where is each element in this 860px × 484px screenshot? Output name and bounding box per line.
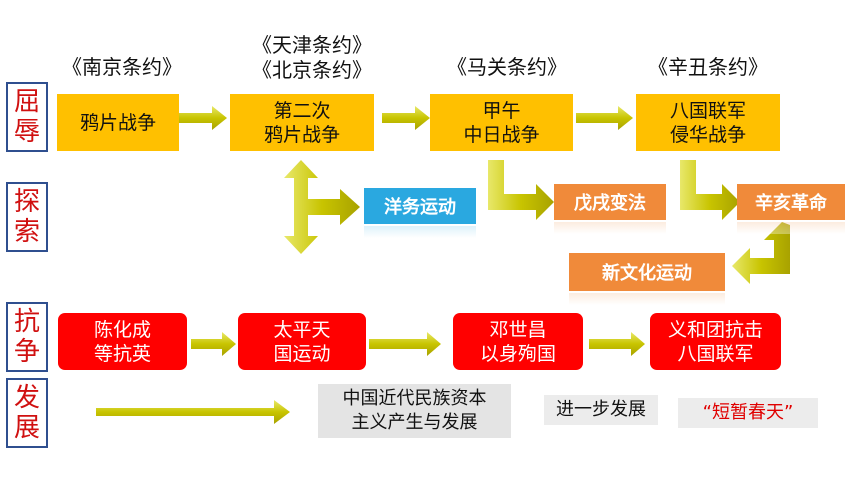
treaty-nanjing: 《南京条约》 [62,55,182,79]
event-yangwu-movement: 洋务运动 [364,188,476,224]
arrow-t-yangwu [284,160,360,254]
arrow-l-xinhai [680,160,740,220]
event-second-opium-war: 第二次 鸦片战争 [230,94,374,151]
row-label-humiliation: 屈 辱 [6,82,48,152]
treaty-tianjin: 《天津条约》 [252,33,372,57]
row-label-char: 探 [13,187,40,217]
row-label-char: 抗 [13,307,40,337]
arrow-development [96,400,290,424]
reflection [569,293,725,305]
row-label-char: 索 [13,217,40,247]
arrow-bend-xinwenhua [732,222,790,284]
treaty-xinchou: 《辛丑条约》 [648,55,768,79]
row-label-char: 展 [13,413,40,443]
event-boxer-resistance: 义和团抗击 八国联军 [650,313,781,370]
arrow-right-3 [576,106,633,130]
event-wuxu-reform: 戊戌变法 [554,184,666,220]
development-further: 进一步发展 [544,395,658,425]
development-capitalism: 中国近代民族资本 主义产生与发展 [318,384,511,438]
reflection [554,222,666,234]
row-label-development: 发 展 [6,378,48,448]
treaty-maguan: 《马关条约》 [447,55,567,79]
row-label-exploration: 探 索 [6,182,48,252]
row-label-resistance: 抗 争 [6,302,48,372]
arrow-resist-1 [191,332,236,356]
arrow-right-1 [178,106,227,130]
event-xinhai-revolution: 辛亥革命 [737,184,845,220]
event-eight-nation-invasion: 八国联军 侵华战争 [636,94,780,151]
row-label-char: 发 [13,383,40,413]
event-sino-japanese-war: 甲午 中日战争 [430,94,573,151]
arrow-l-wuxu [488,160,554,220]
treaty-beijing: 《北京条约》 [252,58,372,82]
row-label-char: 屈 [13,87,40,117]
event-new-culture-movement: 新文化运动 [569,253,725,291]
event-taiping-movement: 太平天 国运动 [238,313,366,370]
event-opium-war: 鸦片战争 [57,94,179,151]
arrow-resist-3 [589,332,645,356]
development-short-spring: “短暂春天” [678,398,818,428]
arrow-resist-2 [369,332,441,356]
row-label-char: 辱 [13,117,40,147]
arrow-right-2 [382,106,430,130]
reflection [364,226,476,238]
reflection [737,222,845,234]
row-label-char: 争 [13,337,40,367]
event-chen-huacheng: 陈化成 等抗英 [58,313,187,370]
event-deng-shichang: 邓世昌 以身殉国 [453,313,583,370]
